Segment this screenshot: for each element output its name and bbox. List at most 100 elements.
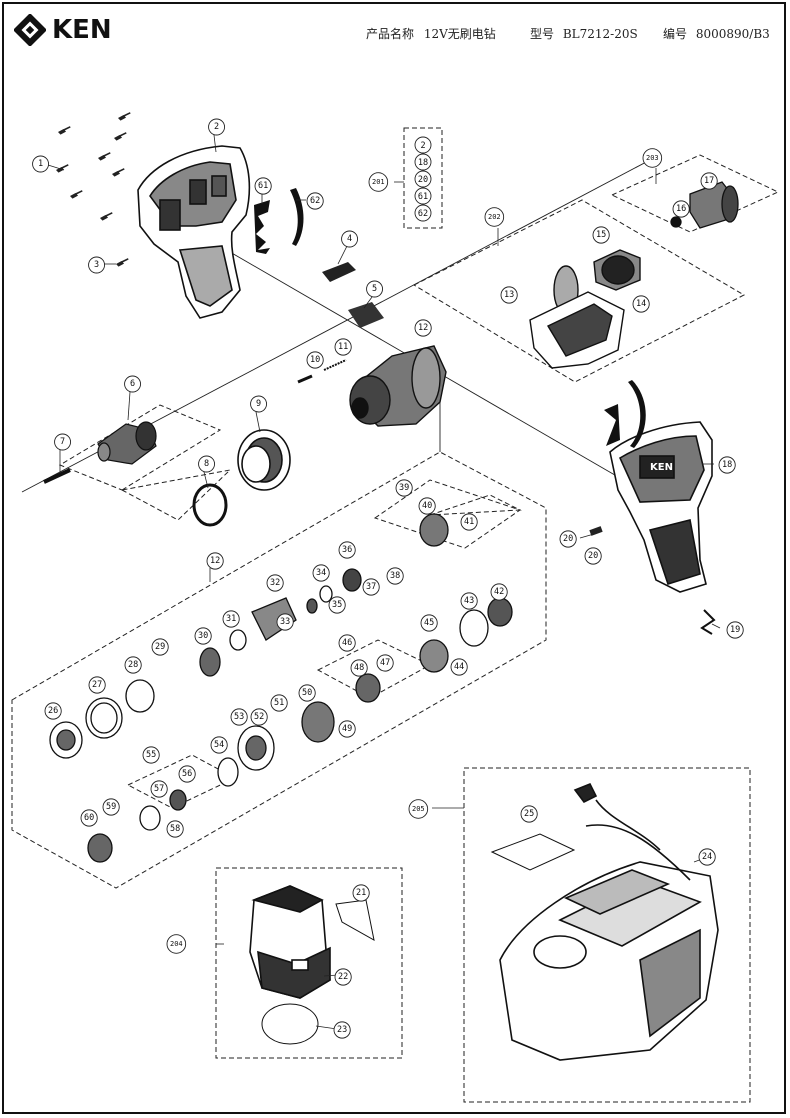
- model-field: 型号 BL7212-20S: [530, 25, 638, 42]
- callout-54: 54: [214, 740, 224, 750]
- callout-30: 30: [198, 631, 208, 641]
- callout-circle: [395, 479, 413, 497]
- battery-label-21: [335, 899, 375, 941]
- group-list-item-5: 62: [418, 209, 428, 219]
- callout-51: 51: [274, 698, 284, 708]
- callout-circle: [672, 200, 690, 218]
- group-203-box: [610, 154, 780, 233]
- callout-circle: [208, 118, 226, 136]
- battery-charger: [499, 782, 719, 1061]
- callout-circle: [54, 433, 72, 451]
- brand-logo: KEN: [14, 14, 112, 46]
- callout-circle: [102, 798, 120, 816]
- callout-circle: [222, 610, 240, 628]
- callout-circle: [338, 720, 356, 738]
- stator-15: [593, 249, 641, 291]
- callout-37: 37: [366, 582, 376, 592]
- callout-circle: [726, 621, 744, 639]
- callout-circle: [194, 627, 212, 645]
- callout-circle: [362, 578, 380, 596]
- callout-201: 201: [372, 178, 385, 186]
- model-value: BL7212-20S: [562, 27, 638, 41]
- callout-23: 23: [337, 1025, 347, 1035]
- callout-circle: [198, 455, 216, 473]
- callout-11: 11: [338, 342, 348, 352]
- callout-circle: [520, 805, 538, 823]
- callout-circle: [632, 295, 650, 313]
- callout-circle: [592, 226, 610, 244]
- callout-49: 49: [342, 724, 352, 734]
- callout-circle: [584, 547, 602, 565]
- screw-set-1: [54, 111, 133, 268]
- callout-circle: [386, 567, 404, 585]
- callout-circle: [418, 497, 436, 515]
- rubber-strip-61: [254, 200, 270, 254]
- callout-203: 203: [646, 154, 659, 162]
- callout-20-a: 20: [563, 534, 573, 544]
- callout-circle: [366, 280, 384, 298]
- callout-circle: [368, 172, 389, 192]
- callout-57: 57: [154, 784, 164, 794]
- charger-label-25: [490, 833, 576, 871]
- callout-45: 45: [424, 618, 434, 628]
- callout-circle: [298, 684, 316, 702]
- callout-204: 204: [170, 940, 183, 948]
- callout-circle: [490, 583, 508, 601]
- callout-34: 34: [316, 568, 326, 578]
- callout-circle: [338, 634, 356, 652]
- callout-circle: [341, 230, 359, 248]
- callout-circle: [718, 456, 736, 474]
- rubber-strip-62: [290, 188, 304, 246]
- callout-circle: [150, 780, 168, 798]
- motor-rotor-17: [670, 181, 739, 229]
- brand-name: KEN: [52, 15, 112, 45]
- callout-14: 14: [636, 299, 646, 309]
- callout-4: 4: [347, 234, 352, 244]
- callout-12: 12: [418, 323, 428, 333]
- callout-25: 25: [524, 809, 534, 819]
- callout-circle: [334, 338, 352, 356]
- part-5-switch: [348, 302, 384, 328]
- callout-circle: [306, 351, 324, 369]
- callout-circle: [166, 820, 184, 838]
- collar-ring-9: [237, 429, 291, 491]
- callout-46: 46: [342, 638, 352, 648]
- callout-1: 1: [38, 159, 43, 169]
- group-205-charger-box: [463, 767, 751, 1103]
- callout-circle: [44, 702, 62, 720]
- callout-55: 55: [146, 750, 156, 760]
- callout-circle: [698, 848, 716, 866]
- callout-circle: [306, 192, 324, 210]
- callout-circle: [350, 659, 368, 677]
- callout-39: 39: [399, 483, 409, 493]
- product-name-field: 产品名称 12V无刷电钻: [366, 25, 496, 42]
- callout-2: 2: [214, 122, 219, 132]
- callout-circle: [151, 638, 169, 656]
- callout-circle: [352, 884, 370, 902]
- callout-44: 44: [454, 662, 464, 672]
- callout-24: 24: [702, 852, 712, 862]
- callout-circle: [420, 614, 438, 632]
- callout-6: 6: [130, 379, 135, 389]
- callout-circle: [210, 736, 228, 754]
- spring-19: [700, 609, 716, 635]
- callout-circle: [642, 148, 663, 168]
- callout-8: 8: [204, 459, 209, 469]
- callout-circle: [460, 592, 478, 610]
- callout-22: 22: [338, 972, 348, 982]
- left-housing-half: [137, 145, 251, 319]
- callout-circle: [414, 319, 432, 337]
- callout-12-gearbox: 12: [210, 556, 220, 566]
- model-label: 型号: [530, 27, 555, 41]
- code-value: 8000890/B3: [695, 27, 770, 41]
- callout-circle: [450, 658, 468, 676]
- callout-circle: [88, 256, 106, 274]
- callout-20-b: 20: [588, 551, 598, 561]
- callout-17: 17: [704, 176, 714, 186]
- callout-circle: [178, 765, 196, 783]
- callout-19: 19: [730, 625, 740, 635]
- callout-62: 62: [310, 196, 320, 206]
